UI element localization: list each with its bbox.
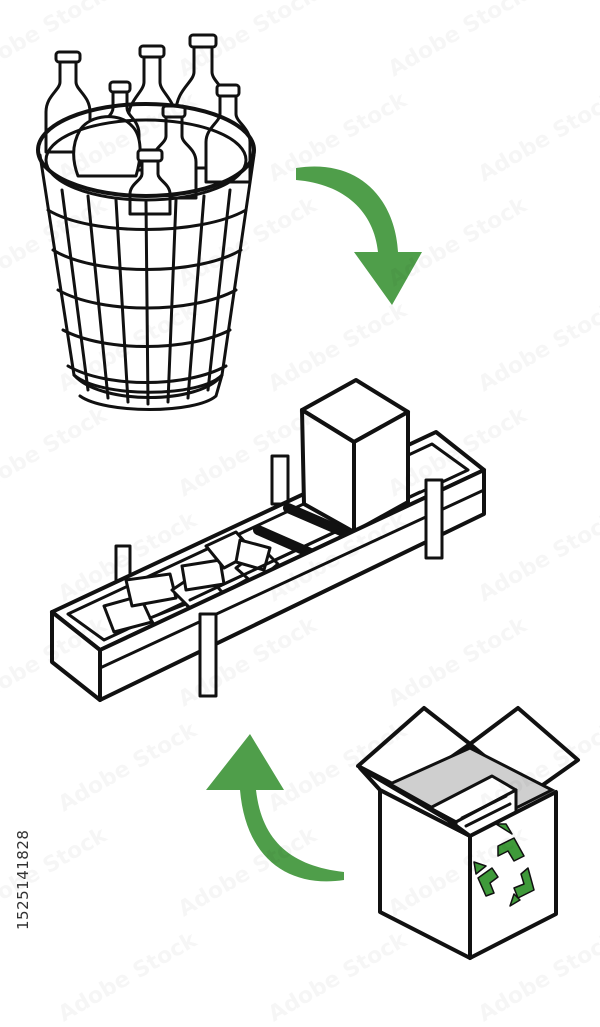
curved-arrow-down-icon [296,166,422,305]
crusher-box [300,378,410,534]
bottles [44,33,252,216]
recycle-symbol-icon [473,823,535,907]
basket-with-bottles-icon [36,33,256,411]
recycling-process-diagram [36,33,580,960]
recycling-box-icon [356,706,580,960]
curved-arrow-up-icon [206,734,344,882]
basket-grid [46,188,248,406]
stock-id-label: 1525141828 [14,829,32,930]
conveyor-crusher-icon [50,378,486,702]
